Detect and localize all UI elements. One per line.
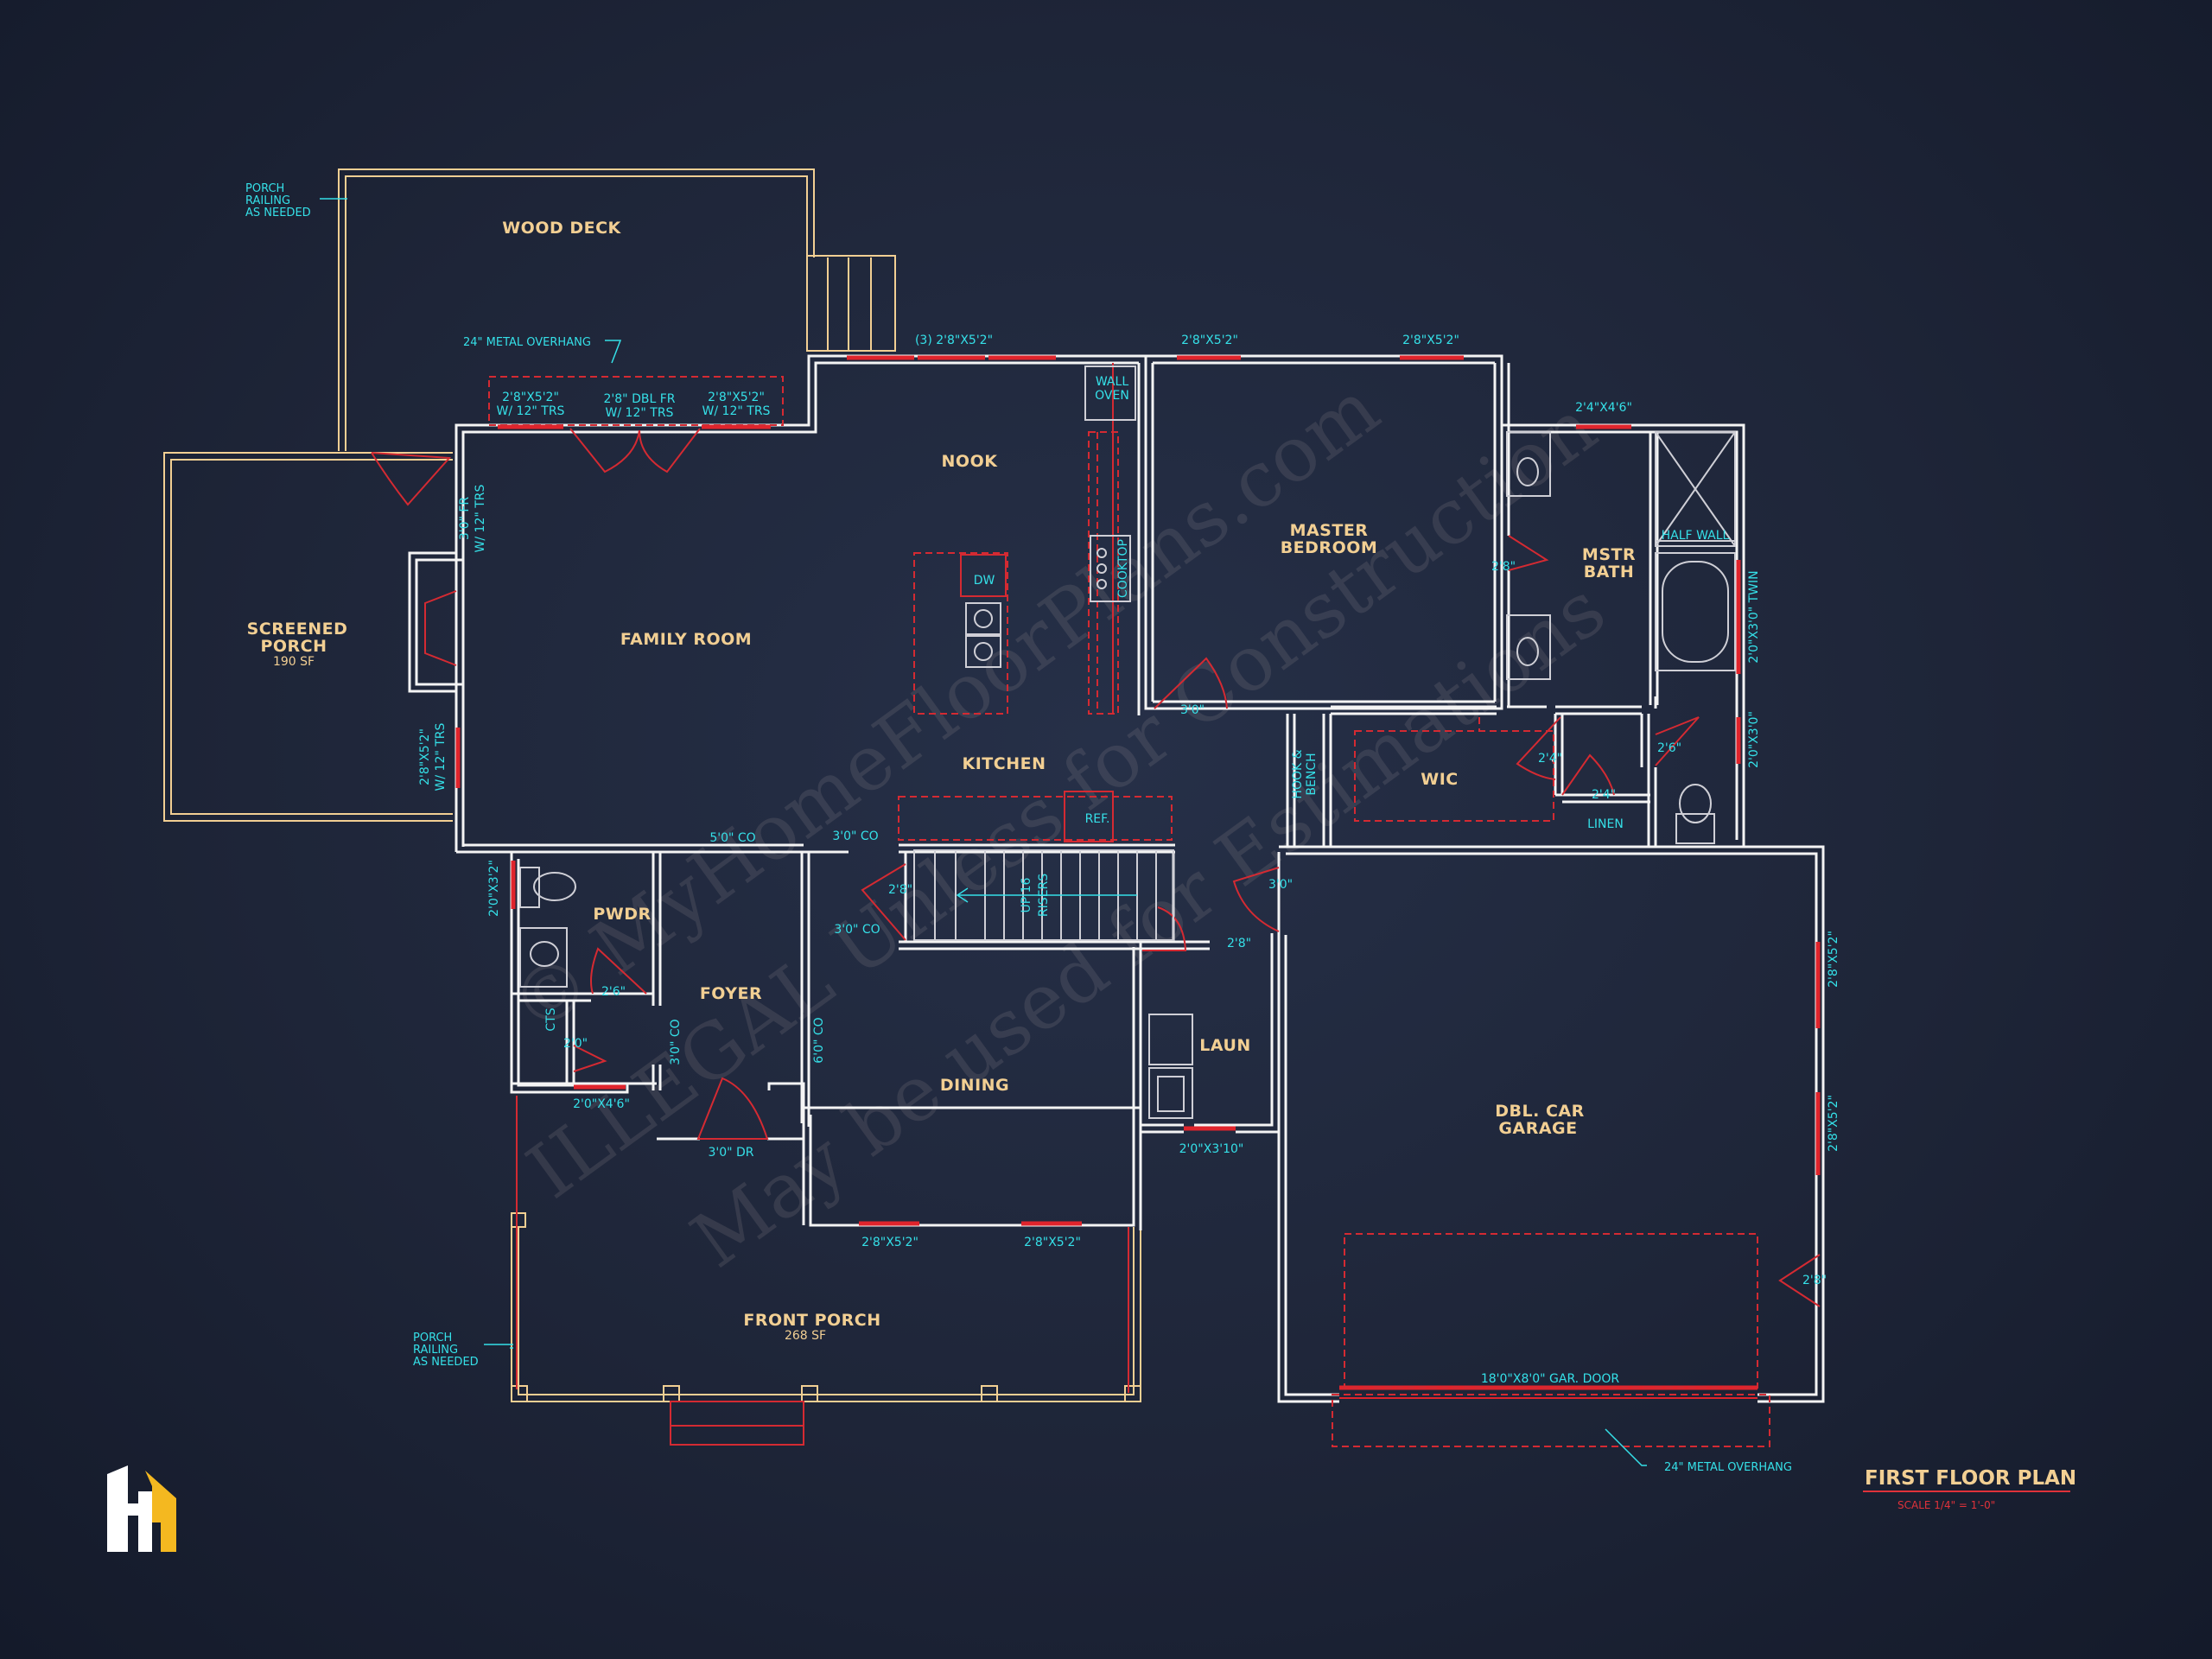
dim-wc-door: 2'6"	[1657, 741, 1681, 755]
dim-bath-window: 2'4"X4'6"	[1575, 401, 1632, 415]
label-stair-line2: RISERS	[1037, 874, 1051, 917]
dim-garage-door: 18'0"X8'0" GAR. DOOR	[1481, 1372, 1620, 1386]
room-front-porch-area: 268 SF	[785, 1329, 826, 1343]
dim-dining-window-1: 2'8"X5'2"	[861, 1236, 918, 1249]
dim-linen-door: 2'4"	[1592, 788, 1616, 802]
note-railing-top-line2: RAILING	[245, 194, 290, 207]
annotation-notes: PORCH RAILING AS NEEDED 24" METAL OVERHA…	[245, 182, 1792, 1474]
room-screened-porch: SCREENED	[247, 620, 348, 639]
plan-title: FIRST FLOOR PLAN	[1865, 1467, 2076, 1490]
dim-family-window-1: 2'8"X5'2"	[502, 391, 559, 404]
dim-laundry-door: 2'8"	[1227, 937, 1251, 950]
room-garage-line2: GARAGE	[1498, 1119, 1577, 1138]
room-kitchen: KITCHEN	[963, 754, 1046, 773]
plan-scale: SCALE 1/4" = 1'-0"	[1897, 1499, 1995, 1511]
dim-double-french-door: 2'8" DBL FR	[604, 392, 676, 406]
dim-cased-opening-5: 5'0" CO	[709, 831, 755, 845]
label-hook-bench: HOOK &	[1291, 749, 1305, 798]
room-master-bedroom-line2: BEDROOM	[1281, 538, 1378, 557]
dim-powder-door: 2'6"	[601, 985, 626, 999]
dim-laundry-window: 2'0"X3'10"	[1179, 1142, 1244, 1156]
dim-cts-window: 2'0"X4'6"	[573, 1097, 630, 1111]
room-pwdr: PWDR	[593, 905, 651, 924]
room-master-bedroom: MASTER	[1290, 521, 1369, 540]
dim-nook-windows: (3) 2'8"X5'2"	[915, 334, 993, 347]
screened-porch-outline	[163, 452, 453, 822]
note-leaders	[320, 198, 1647, 1466]
label-half-wall: HALF WALL	[1662, 529, 1730, 543]
dim-stair-door: 2'8"	[888, 883, 912, 897]
note-railing-bottom: PORCH	[413, 1332, 452, 1344]
dim-cased-opening-3a: 3'0" CO	[832, 830, 878, 843]
watermark: © MyHomeFloorPlans.com ILLEGAL Unless fo…	[494, 363, 1621, 1285]
note-railing-bottom-line2: RAILING	[413, 1344, 458, 1357]
label-dishwasher: DW	[974, 574, 995, 588]
note-railing-bottom-line3: AS NEEDED	[413, 1356, 479, 1369]
dim-bath-door: 2'8"	[1491, 560, 1516, 574]
note-railing-top: PORCH	[245, 182, 284, 195]
note-railing-top-line3: AS NEEDED	[245, 207, 311, 219]
room-master-bath-line2: BATH	[1584, 563, 1635, 582]
room-wood-deck: WOOD DECK	[502, 219, 621, 238]
label-wall-oven-line2: OVEN	[1095, 389, 1129, 403]
label-hook-bench-line2: BENCH	[1305, 753, 1319, 795]
dim-double-french-door-note: W/ 12" TRS	[606, 406, 674, 420]
room-wic: WIC	[1421, 770, 1458, 789]
dim-garage-side-door: 2'8"	[1802, 1274, 1827, 1287]
note-overhang-top: 24" METAL OVERHANG	[463, 336, 591, 349]
wood-deck-outline	[338, 168, 896, 451]
dim-dining-window-2: 2'8"X5'2"	[1024, 1236, 1081, 1249]
room-garage: DBL. CAR	[1495, 1102, 1584, 1121]
dimension-labels: (3) 2'8"X5'2" 2'8"X5'2" 2'8"X5'2" 2'8"X5…	[418, 334, 1840, 1386]
dim-front-door: 3'0" DR	[708, 1146, 753, 1160]
label-cts: CTS	[544, 1007, 558, 1031]
dim-master-window-2: 2'8"X5'2"	[1402, 334, 1459, 347]
dim-foyer-opening: 3'0" CO	[669, 1019, 683, 1065]
room-screened-porch-area: 190 SF	[273, 655, 315, 669]
dim-garage-window-2: 2'8"X5'2"	[1827, 1095, 1840, 1152]
dim-dining-opening: 6'0" CO	[812, 1017, 826, 1063]
plumbing-fixtures	[519, 365, 1736, 1119]
room-labels: WOOD DECK SCREENED PORCH 190 SF FAMILY R…	[247, 219, 1636, 1343]
room-dining: DINING	[940, 1076, 1009, 1095]
dim-porch-door: 3'0" FR	[458, 497, 472, 541]
dim-tub-window: 2'0"X3'0" TWIN	[1747, 570, 1761, 663]
room-laun: LAUN	[1199, 1036, 1251, 1055]
dim-wc-window: 2'0"X3'0"	[1747, 711, 1761, 768]
dim-master-window-1: 2'8"X5'2"	[1181, 334, 1238, 347]
note-overhang-bottom: 24" METAL OVERHANG	[1664, 1461, 1792, 1474]
dim-side-window-note: W/ 12" TRS	[434, 722, 448, 791]
dim-powder-window: 2'0"X3'2"	[487, 860, 501, 917]
window-openings	[371, 355, 1821, 1307]
label-wall-oven: WALL	[1096, 375, 1128, 389]
watermark-line-2: ILLEGAL Unless for Construction	[512, 382, 1612, 1216]
title-block: FIRST FLOOR PLAN SCALE 1/4" = 1'-0"	[1863, 1467, 2076, 1511]
front-porch-outline	[511, 1096, 1141, 1446]
dim-master-door: 3'0"	[1180, 703, 1205, 717]
label-linen: LINEN	[1587, 817, 1624, 831]
dim-family-window-2-note: W/ 12" TRS	[702, 404, 771, 418]
room-screened-porch-line2: PORCH	[260, 637, 327, 656]
dim-porch-door-note: W/ 12" TRS	[474, 484, 487, 552]
room-front-porch: FRONT PORCH	[743, 1311, 880, 1330]
fixture-labels: DW WALL OVEN COOKTOP REF. LINEN HALF WAL…	[544, 375, 1730, 1032]
home-logo-icon	[107, 1465, 176, 1552]
label-cooktop: COOKTOP	[1116, 539, 1130, 598]
dim-wic-door: 2'4"	[1538, 752, 1562, 766]
dim-cased-opening-3b: 3'0" CO	[834, 923, 880, 937]
dim-side-window: 2'8"X5'2"	[418, 728, 432, 785]
label-refrigerator: REF.	[1085, 812, 1110, 826]
room-nook: NOOK	[942, 452, 999, 471]
dim-family-window-2: 2'8"X5'2"	[708, 391, 765, 404]
room-foyer: FOYER	[700, 984, 762, 1003]
dim-garage-entry-door: 3'0"	[1268, 878, 1293, 892]
room-master-bath: MSTR	[1582, 545, 1636, 564]
dim-family-window-1-note: W/ 12" TRS	[497, 404, 565, 418]
label-stair: UP 16	[1020, 877, 1033, 912]
dim-cts-door: 2'0"	[563, 1037, 588, 1051]
room-family-room: FAMILY ROOM	[620, 630, 752, 649]
dim-garage-window-1: 2'8"X5'2"	[1827, 931, 1840, 988]
